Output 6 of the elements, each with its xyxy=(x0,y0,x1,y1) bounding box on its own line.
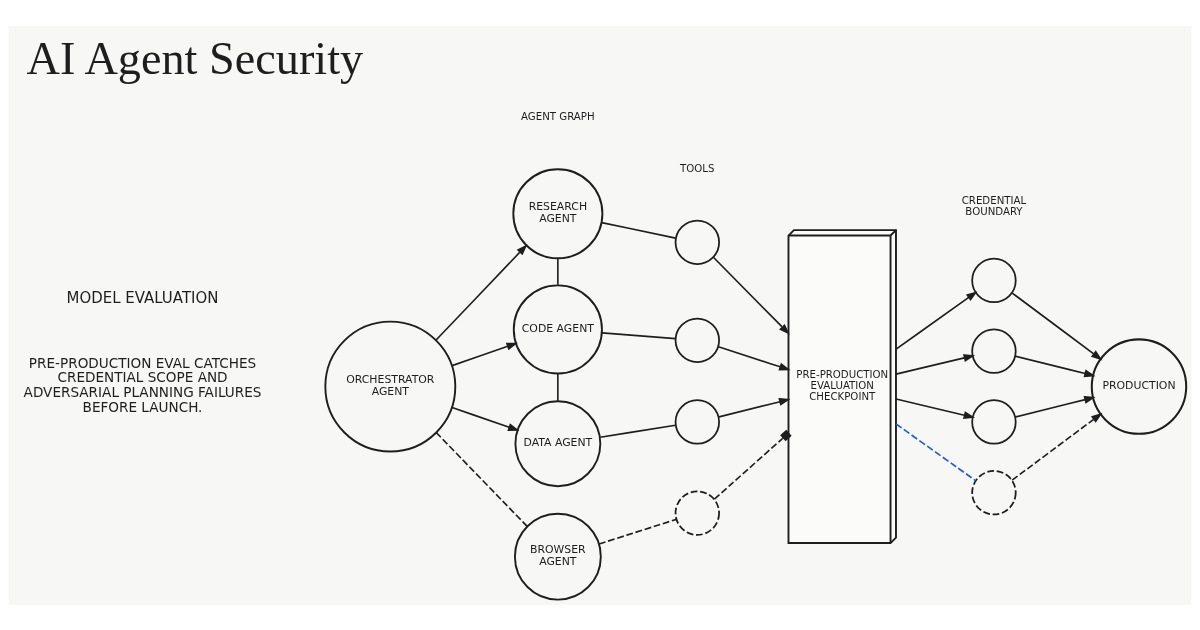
diagram-title: AI Agent Security xyxy=(26,32,364,84)
label: AGENT GRAPH xyxy=(521,110,595,122)
label: CREDENTIAL BOUNDARY xyxy=(961,194,1027,217)
label: TOOLS xyxy=(680,162,715,174)
label: PRE-PRODUCTION EVAL CATCHES CREDENTIAL SCOPE AND ADVERSARIAL PLANNING FAILURES BEFORE LAUNCH. xyxy=(23,354,262,415)
label: MODEL EVALUATION xyxy=(66,288,219,307)
